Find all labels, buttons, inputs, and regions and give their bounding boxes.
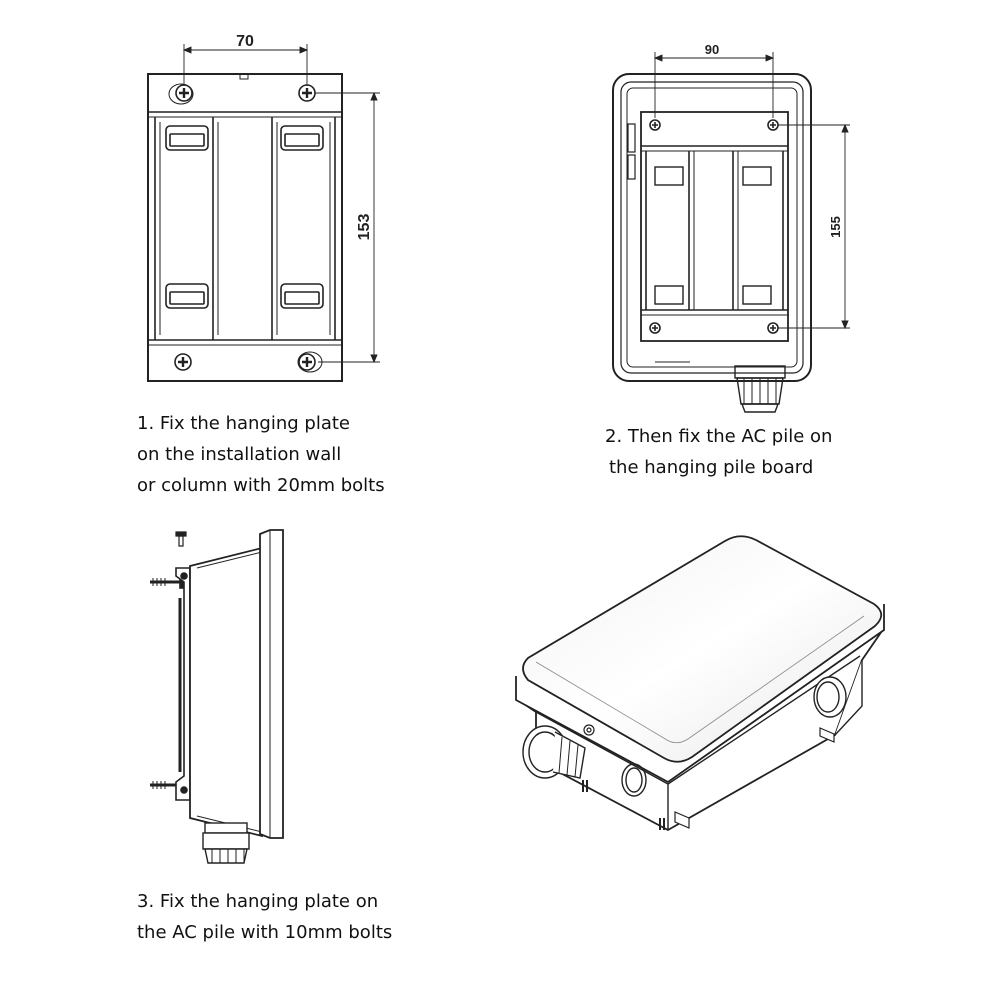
figure-1-hanging-plate xyxy=(147,44,380,382)
caption-step-3: 3. Fix the hanging plate on the AC pile … xyxy=(137,886,392,948)
port-icon xyxy=(621,763,647,797)
cable-gland-icon xyxy=(734,365,786,413)
dimension-width-label: 70 xyxy=(236,33,254,50)
hook-slot xyxy=(280,283,324,309)
caption-step-2: 2. Then fix the AC pile on the hanging p… xyxy=(605,421,832,483)
caption-line: or column with 20mm bolts xyxy=(137,475,385,496)
hook-slot xyxy=(280,125,324,151)
dimension-height xyxy=(315,91,380,364)
figure-2-ac-pile-back xyxy=(612,52,850,413)
cable-gland-icon xyxy=(202,822,250,864)
dimension-height xyxy=(778,123,850,330)
screw-icon xyxy=(174,353,192,371)
dimension-width-label: 90 xyxy=(705,42,719,57)
screw-icon xyxy=(649,119,661,131)
caption-line: the hanging pile board xyxy=(609,457,814,478)
hook-slot xyxy=(165,283,209,309)
caption-line: the AC pile with 10mm bolts xyxy=(137,922,393,943)
caption-line: 1. Fix the hanging plate xyxy=(137,413,350,434)
cable-gland-icon xyxy=(522,725,586,779)
caption-line: 2. Then fix the AC pile on xyxy=(605,426,833,447)
port-icon xyxy=(813,676,847,718)
screw-icon xyxy=(583,724,595,736)
dimension-height-label: 153 xyxy=(356,214,373,241)
caption-line: on the installation wall xyxy=(137,444,342,465)
caption-line: 3. Fix the hanging plate on xyxy=(137,891,379,912)
caption-step-1: 1. Fix the hanging plate on the installa… xyxy=(137,408,385,501)
screw-icon xyxy=(649,322,661,334)
dimension-height-label: 155 xyxy=(828,216,843,238)
bolt-icon xyxy=(175,531,187,547)
dimension-width xyxy=(182,44,309,86)
figure-4-isometric-view xyxy=(515,535,885,832)
hook-slot xyxy=(165,125,209,151)
dimension-width xyxy=(653,52,775,118)
figure-3-side-view xyxy=(150,529,284,864)
